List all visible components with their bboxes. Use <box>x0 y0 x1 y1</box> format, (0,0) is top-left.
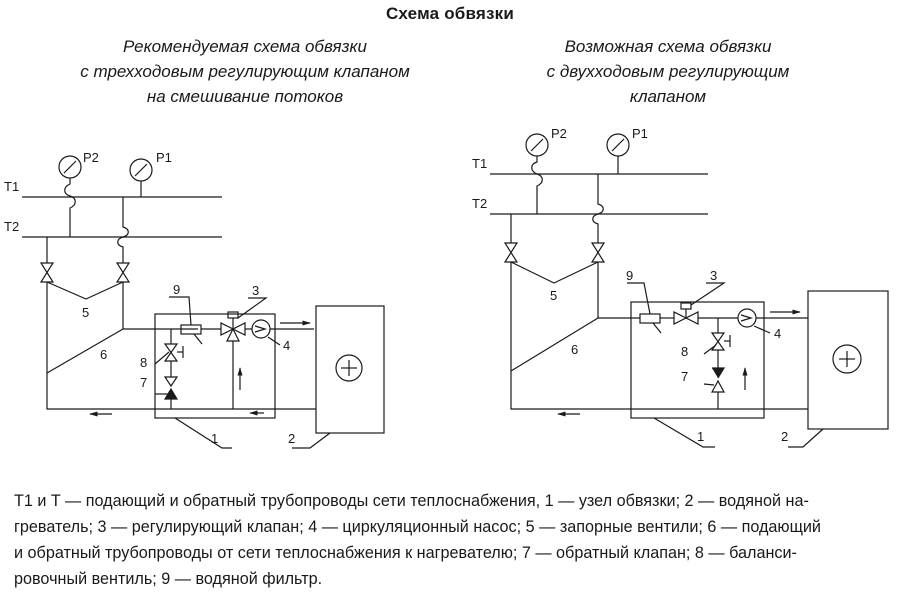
right-label-p2: P2 <box>551 126 567 141</box>
right-label-p1: P1 <box>632 126 648 141</box>
left-supply-line <box>122 282 198 330</box>
right-supply-line <box>597 262 640 319</box>
left-label-5: 5 <box>82 305 89 320</box>
left-leader-3 <box>237 297 268 319</box>
left-shutoff-valve-return <box>39 262 55 283</box>
right-label-1: 1 <box>697 429 704 444</box>
right-leader-5 <box>510 261 599 284</box>
right-leader-3 <box>690 282 726 306</box>
left-balancing-valve <box>163 343 184 362</box>
left-label-2: 2 <box>288 431 295 446</box>
right-label-5: 5 <box>550 288 557 303</box>
left-leader-6 <box>46 328 124 374</box>
right-return-line <box>510 262 808 410</box>
left-gauge-p2 <box>58 155 82 237</box>
caption-line-3: и обратный трубопроводы от сети теплосна… <box>14 544 797 562</box>
left-leader-9 <box>169 296 192 326</box>
left-supply-riser <box>117 197 129 263</box>
right-leader-8 <box>703 344 717 355</box>
right-node-box <box>630 301 765 419</box>
left-label-3: 3 <box>252 283 259 298</box>
right-scheme <box>490 133 889 448</box>
right-leader-7 <box>703 383 715 386</box>
left-three-way-valve <box>220 311 246 342</box>
right-label-t1: T1 <box>472 156 487 171</box>
right-leader-9 <box>627 282 651 315</box>
left-label-t2: T2 <box>4 219 19 234</box>
right-pump <box>737 308 757 328</box>
left-label-4: 4 <box>283 338 290 353</box>
left-heater-symbol <box>335 354 363 382</box>
left-label-p1: P1 <box>156 150 172 165</box>
right-label-4: 4 <box>774 326 781 341</box>
caption-line-1: T1 и T — подающий и обратный трубопровод… <box>14 492 809 510</box>
right-label-7: 7 <box>681 369 688 384</box>
right-subtitle-line-3: клапаном <box>629 87 707 106</box>
right-heater <box>807 290 889 430</box>
left-label-1: 1 <box>211 431 218 446</box>
right-two-way-valve <box>673 302 699 325</box>
right-filter <box>639 313 662 334</box>
right-leader-2 <box>788 428 824 448</box>
left-shutoff-valve-supply <box>115 262 131 283</box>
right-shutoff-valve-return <box>503 242 519 263</box>
left-label-9: 9 <box>173 282 180 297</box>
right-leader-6 <box>510 317 599 372</box>
left-return-line <box>46 282 316 410</box>
left-check-valve <box>163 376 179 400</box>
right-gauge-p2 <box>525 133 549 214</box>
left-heater <box>315 305 385 434</box>
left-label-8: 8 <box>140 355 147 370</box>
left-subtitle-line-2: с трехходовым регулирующим клапаном <box>80 62 410 81</box>
left-leader-2 <box>292 432 331 449</box>
caption-line-2: греватель; 3 — регулирующий клапан; 4 — … <box>14 518 821 536</box>
left-pump <box>251 319 271 339</box>
left-gauge-p1 <box>129 158 153 197</box>
right-check-valve <box>710 367 726 393</box>
right-label-8: 8 <box>681 344 688 359</box>
right-gauge-p1 <box>606 133 630 174</box>
left-scheme-subtitle: Рекомендуемая схема обвязки с трехходовы… <box>45 34 445 109</box>
right-label-9: 9 <box>626 268 633 283</box>
left-leader-8 <box>154 351 170 365</box>
left-leader-5 <box>46 281 124 300</box>
left-label-7: 7 <box>140 375 147 390</box>
left-leader-4 <box>267 336 281 346</box>
right-label-6: 6 <box>571 342 578 357</box>
right-leader-4 <box>753 325 771 334</box>
left-label-p2: P2 <box>83 150 99 165</box>
right-leader-1 <box>653 417 715 448</box>
left-node-box <box>154 313 276 419</box>
right-shutoff-valve-supply <box>590 242 606 263</box>
left-label-6: 6 <box>100 347 107 362</box>
legend-caption: T1 и T — подающий и обратный трубопровод… <box>14 488 886 592</box>
left-subtitle-line-1: Рекомендуемая схема обвязки <box>123 37 367 56</box>
caption-line-4: ровочный вентиль; 9 — водяной фильтр. <box>14 570 323 588</box>
right-subtitle-line-2: с двухходовым регулирующим <box>546 62 790 81</box>
left-leader-1 <box>174 417 232 449</box>
left-filter <box>180 324 203 345</box>
right-label-2: 2 <box>781 429 788 444</box>
right-balancing-valve <box>710 332 731 351</box>
piping-schemes: T1 T2 P2 P1 5 9 3 4 6 8 7 1 2 <box>4 126 889 449</box>
right-label-t2: T2 <box>472 196 487 211</box>
right-scheme-subtitle: Возможная схема обвязки с двухходовым ре… <box>468 34 868 109</box>
left-subtitle-line-3: на смешивание потоков <box>146 87 344 106</box>
left-scheme <box>22 155 385 449</box>
right-heater-symbol <box>832 344 862 374</box>
page-title: Схема обвязки <box>385 4 515 23</box>
right-label-3: 3 <box>710 268 717 283</box>
left-label-t1: T1 <box>4 179 19 194</box>
right-supply-riser <box>592 174 604 243</box>
right-subtitle-line-1: Возможная схема обвязки <box>564 37 772 56</box>
